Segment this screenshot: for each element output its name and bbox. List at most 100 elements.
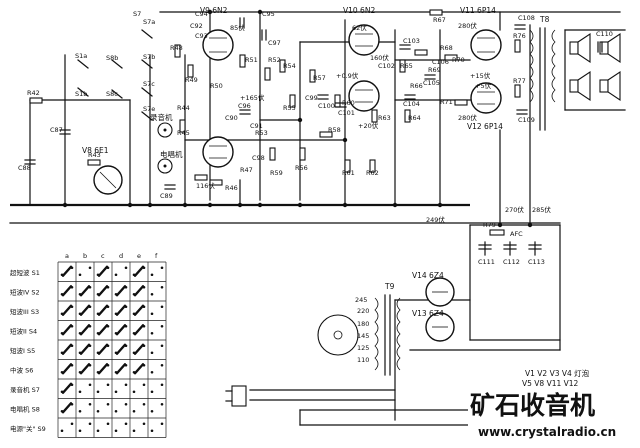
table-switch-closed	[115, 285, 127, 297]
label-r79: R79	[483, 221, 496, 229]
table-contact-dot	[160, 266, 164, 270]
label-165v: +165伏	[240, 93, 265, 102]
table-row-label: 中波 S6	[10, 365, 33, 374]
label-s8c: S8c	[106, 90, 118, 98]
label-280v-a: 280伏	[458, 21, 477, 30]
table-switch-closed	[79, 363, 91, 375]
table-switch-closed	[61, 402, 73, 414]
label-c111: C111	[478, 258, 495, 266]
table-contact-dot	[96, 409, 100, 413]
label-c96: C96	[238, 102, 251, 110]
label-r66: R66	[410, 82, 423, 90]
table-contact-dot	[88, 383, 92, 387]
tap-145: 145	[357, 332, 369, 340]
label-phono: 电唱机	[160, 149, 183, 159]
label-r46: R46	[225, 184, 238, 192]
table-column-header: b	[83, 252, 87, 260]
label-c98: C98	[252, 154, 265, 162]
label-c99: C99	[305, 94, 318, 102]
table-switch-closed	[133, 285, 145, 297]
table-contact-dot	[124, 402, 128, 406]
table-contact-dot	[132, 390, 136, 394]
label-r56: R56	[295, 164, 308, 172]
label-v14: V14 6Z4	[412, 271, 444, 280]
table-row-label: 超短波 S1	[10, 268, 40, 277]
table-contact-dot	[160, 344, 164, 348]
table-switch-closed	[61, 382, 73, 394]
table-contact-dot	[160, 324, 164, 328]
tube-v14: V14 6Z4	[412, 271, 455, 307]
label-62v: 62伏	[352, 23, 367, 32]
table-switch-closed	[61, 304, 73, 316]
table-contact-dot	[160, 285, 164, 289]
table-contact-dot	[124, 422, 128, 426]
table-switch-closed	[115, 363, 127, 375]
table-contact-dot	[142, 383, 146, 387]
label-s7a: S7a	[143, 18, 155, 26]
label-r58: R58	[328, 126, 341, 134]
label-c91: C91	[250, 122, 263, 130]
input-sockets: 录音机 电唱机	[150, 112, 183, 174]
filter-caps: C111 C112 C113 R79 AFC	[478, 221, 545, 266]
table-contact-dot	[150, 331, 154, 335]
watermark: 矿石收音机 www.crystalradio.cn	[468, 388, 640, 448]
table-switch-closed	[97, 304, 109, 316]
label-r64: R64	[408, 114, 421, 122]
table-row-label: 短波I S5	[10, 346, 35, 355]
table-contact-dot	[114, 429, 118, 433]
tap-220: 220	[357, 307, 369, 315]
label-r47: R47	[240, 166, 253, 174]
table-contact-dot	[78, 390, 82, 394]
label-v12: V12 6P14	[467, 122, 503, 131]
label-r68: R68	[440, 44, 453, 52]
table-contact-dot	[150, 351, 154, 355]
table-switch-closed	[133, 363, 145, 375]
table-contact-dot	[88, 402, 92, 406]
table-contact-dot	[150, 292, 154, 296]
table-contact-dot	[114, 409, 118, 413]
label-afc: AFC	[510, 230, 523, 238]
table-contact-dot	[142, 402, 146, 406]
table-row-label: 录音机 S7	[10, 385, 40, 394]
table-switch-closed	[97, 265, 109, 277]
label-s7e: S7e	[143, 105, 155, 113]
label-85v: 85伏	[230, 23, 245, 32]
label-r57: R57	[313, 74, 326, 82]
table-contact-dot	[160, 363, 164, 367]
table-contact-dot	[150, 312, 154, 316]
label-r48: R48	[170, 44, 183, 52]
table-contact-dot	[150, 390, 154, 394]
label-heater-2: V5 V8 V11 V12	[522, 379, 579, 388]
label-r49: R49	[185, 76, 198, 84]
label-r77: R77	[513, 77, 526, 85]
label-r70: R70	[452, 56, 465, 64]
table-contact-dot	[114, 390, 118, 394]
watermark-title: 矿石收音机	[470, 391, 595, 420]
label-r60: R60	[342, 99, 355, 107]
label-c94: C94	[195, 10, 208, 18]
label-280v-b: 280伏	[458, 113, 477, 122]
label-c90: C90	[225, 114, 238, 122]
label-v8: V8 6E1	[82, 146, 109, 155]
label-r65: R65	[400, 62, 413, 70]
power-transformer: T9 245 220 180 145 125 110	[317, 282, 401, 376]
table-contact-dot	[78, 409, 82, 413]
table-contact-dot	[160, 422, 164, 426]
label-r69: R69	[428, 66, 441, 74]
tap-180: 180	[357, 320, 369, 328]
table-contact-dot	[78, 429, 82, 433]
table-contact-dot	[150, 370, 154, 374]
table-switch-closed	[133, 265, 145, 277]
label-v9: V9 6N2	[200, 6, 228, 15]
table-contact-dot	[132, 429, 136, 433]
table-switch-closed	[97, 285, 109, 297]
label-r61: R61	[342, 169, 355, 177]
table-contact-dot	[96, 429, 100, 433]
label-c100: C100	[318, 102, 335, 110]
table-switch-closed	[115, 304, 127, 316]
label-5v: +5伏	[475, 81, 492, 90]
table-contact-dot	[132, 409, 136, 413]
table-contact-dot	[106, 422, 110, 426]
table-switch-closed	[97, 343, 109, 355]
label-t9: T9	[384, 282, 395, 291]
